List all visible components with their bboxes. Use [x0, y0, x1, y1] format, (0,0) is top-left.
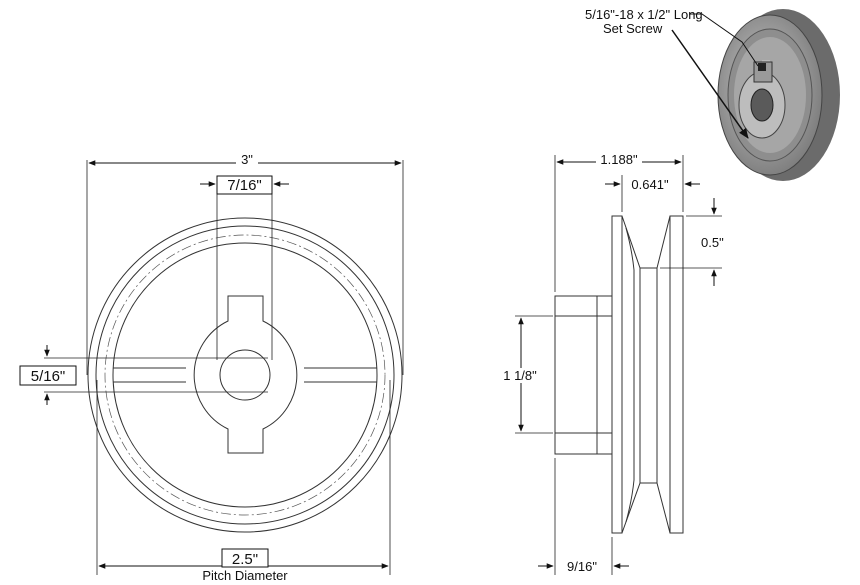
pitch-circle [104, 234, 386, 516]
outer-diameter-label: 3" [241, 152, 253, 167]
hub-outline [193, 295, 298, 454]
left-flange [611, 215, 623, 534]
bore-label-box [19, 365, 77, 386]
outer-rim [87, 217, 403, 533]
keyway-width-label: 7/16" [227, 177, 262, 194]
bore-circle [219, 349, 271, 401]
pitch-diameter-value: 2.5" [232, 551, 258, 568]
inner-rim [112, 242, 378, 508]
groove-right-wall [656, 215, 671, 534]
label-backing [596, 152, 642, 167]
pulley-bore [750, 88, 774, 122]
groove-depth-label: 0.5" [701, 235, 724, 250]
pitch-diameter-caption: Pitch Diameter [202, 568, 288, 583]
side-view: 1.188" 0.641" 0.5" 1 1/8" 9/16" [495, 152, 724, 575]
groove-left-wall [621, 215, 641, 534]
set-screw-leader [689, 13, 759, 67]
hub-side [554, 295, 598, 455]
groove-width-label: 0.641" [631, 177, 669, 192]
set-screw-label-line2: Set Screw [603, 21, 663, 36]
set-screw-label-line1: 5/16"-18 x 1/2" Long [585, 7, 703, 22]
rim-edge [95, 225, 395, 525]
right-flange [669, 215, 684, 534]
overall-length-label: 1.188" [600, 152, 638, 167]
label-backing [236, 152, 258, 167]
front-view: 3" 7/16" 5/16" 2.5" Pitch Diameter [19, 152, 404, 583]
set-screw [758, 63, 766, 71]
keyway-label-box [216, 175, 273, 195]
set-screw-arrow [671, 29, 749, 139]
bore-label: 5/16" [31, 368, 66, 385]
hub-length-label: 9/16" [567, 559, 597, 574]
groove-curve [625, 227, 635, 523]
pulley-isometric-render: 5/16"-18 x 1/2" Long Set Screw [585, 7, 840, 181]
hub-diameter-label: 1 1/8" [503, 368, 537, 383]
pitch-label-box [221, 548, 269, 568]
label-backing [495, 368, 545, 383]
